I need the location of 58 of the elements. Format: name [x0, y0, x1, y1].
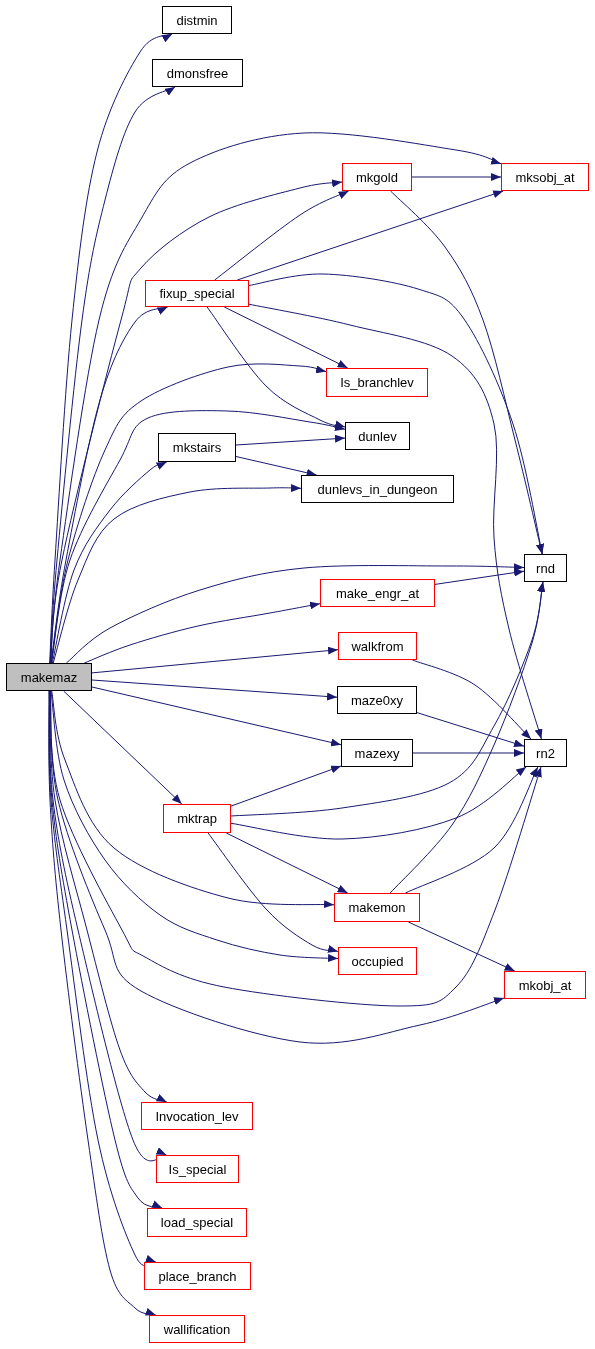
function-box: mksobj_at: [501, 163, 589, 191]
call-arrow: [206, 306, 346, 429]
function-box: Is_special: [156, 1155, 239, 1183]
function-box: fixup_special: [145, 280, 249, 307]
function-box: Invocation_lev: [141, 1102, 253, 1130]
call-arrow: [248, 273, 545, 555]
call-arrow: [63, 690, 183, 805]
call-arrow: [411, 173, 502, 181]
function-box: Is_branchlev: [326, 368, 428, 397]
function-box: dunlevs_in_dungeon: [301, 475, 454, 503]
function-box: dunlev: [345, 422, 410, 450]
call-arrow: [51, 410, 346, 664]
function-box: place_branch: [144, 1262, 251, 1290]
call-arrow: [235, 434, 346, 446]
call-arrow: [230, 765, 342, 807]
call-arrow: [91, 686, 342, 747]
call-arrow: [407, 921, 516, 972]
call-arrow: [51, 461, 168, 664]
call-arrow: [83, 601, 321, 664]
call-arrow: [389, 581, 546, 894]
call-arrow: [52, 484, 302, 664]
function-box: wallification: [149, 1315, 245, 1343]
function-box: makemon: [334, 893, 420, 922]
call-arrow: [405, 766, 539, 894]
function-box: makemaz: [6, 663, 92, 691]
function-box: rn2: [524, 739, 567, 767]
function-box: mkgold: [342, 163, 412, 191]
function-box: mkstairs: [158, 433, 236, 462]
call-arrow: [91, 646, 339, 674]
function-box: load_special: [147, 1208, 247, 1237]
call-arrow: [390, 190, 544, 555]
call-arrow: [91, 679, 338, 701]
call-arrow: [49, 690, 505, 1044]
call-arrow: [412, 749, 525, 757]
function-box: make_engr_at: [320, 579, 435, 607]
function-box: mazexy: [341, 739, 413, 767]
function-box: occupied: [338, 947, 417, 975]
call-arrow: [412, 659, 532, 740]
call-arrow: [416, 712, 525, 747]
function-box: dmonsfree: [152, 59, 243, 87]
function-box: rnd: [524, 554, 567, 582]
call-arrow: [235, 456, 318, 477]
call-arrow: [214, 190, 350, 281]
call-arrow: [230, 766, 527, 840]
function-box: walkfrom: [338, 632, 417, 660]
function-box: distmin: [162, 6, 232, 34]
call-arrow: [223, 306, 349, 369]
call-arrow: [236, 190, 504, 281]
call-arrow: [51, 690, 335, 909]
call-arrow: [50, 690, 339, 963]
function-box: mktrap: [163, 804, 231, 833]
call-arrow: [434, 568, 525, 585]
function-box: mkobj_at: [504, 971, 586, 999]
call-arrow: [248, 303, 543, 740]
call-arrow: [225, 832, 349, 894]
function-box: maze0xy: [337, 686, 417, 714]
call-arrow: [65, 563, 525, 664]
call-arrow: [207, 832, 339, 954]
